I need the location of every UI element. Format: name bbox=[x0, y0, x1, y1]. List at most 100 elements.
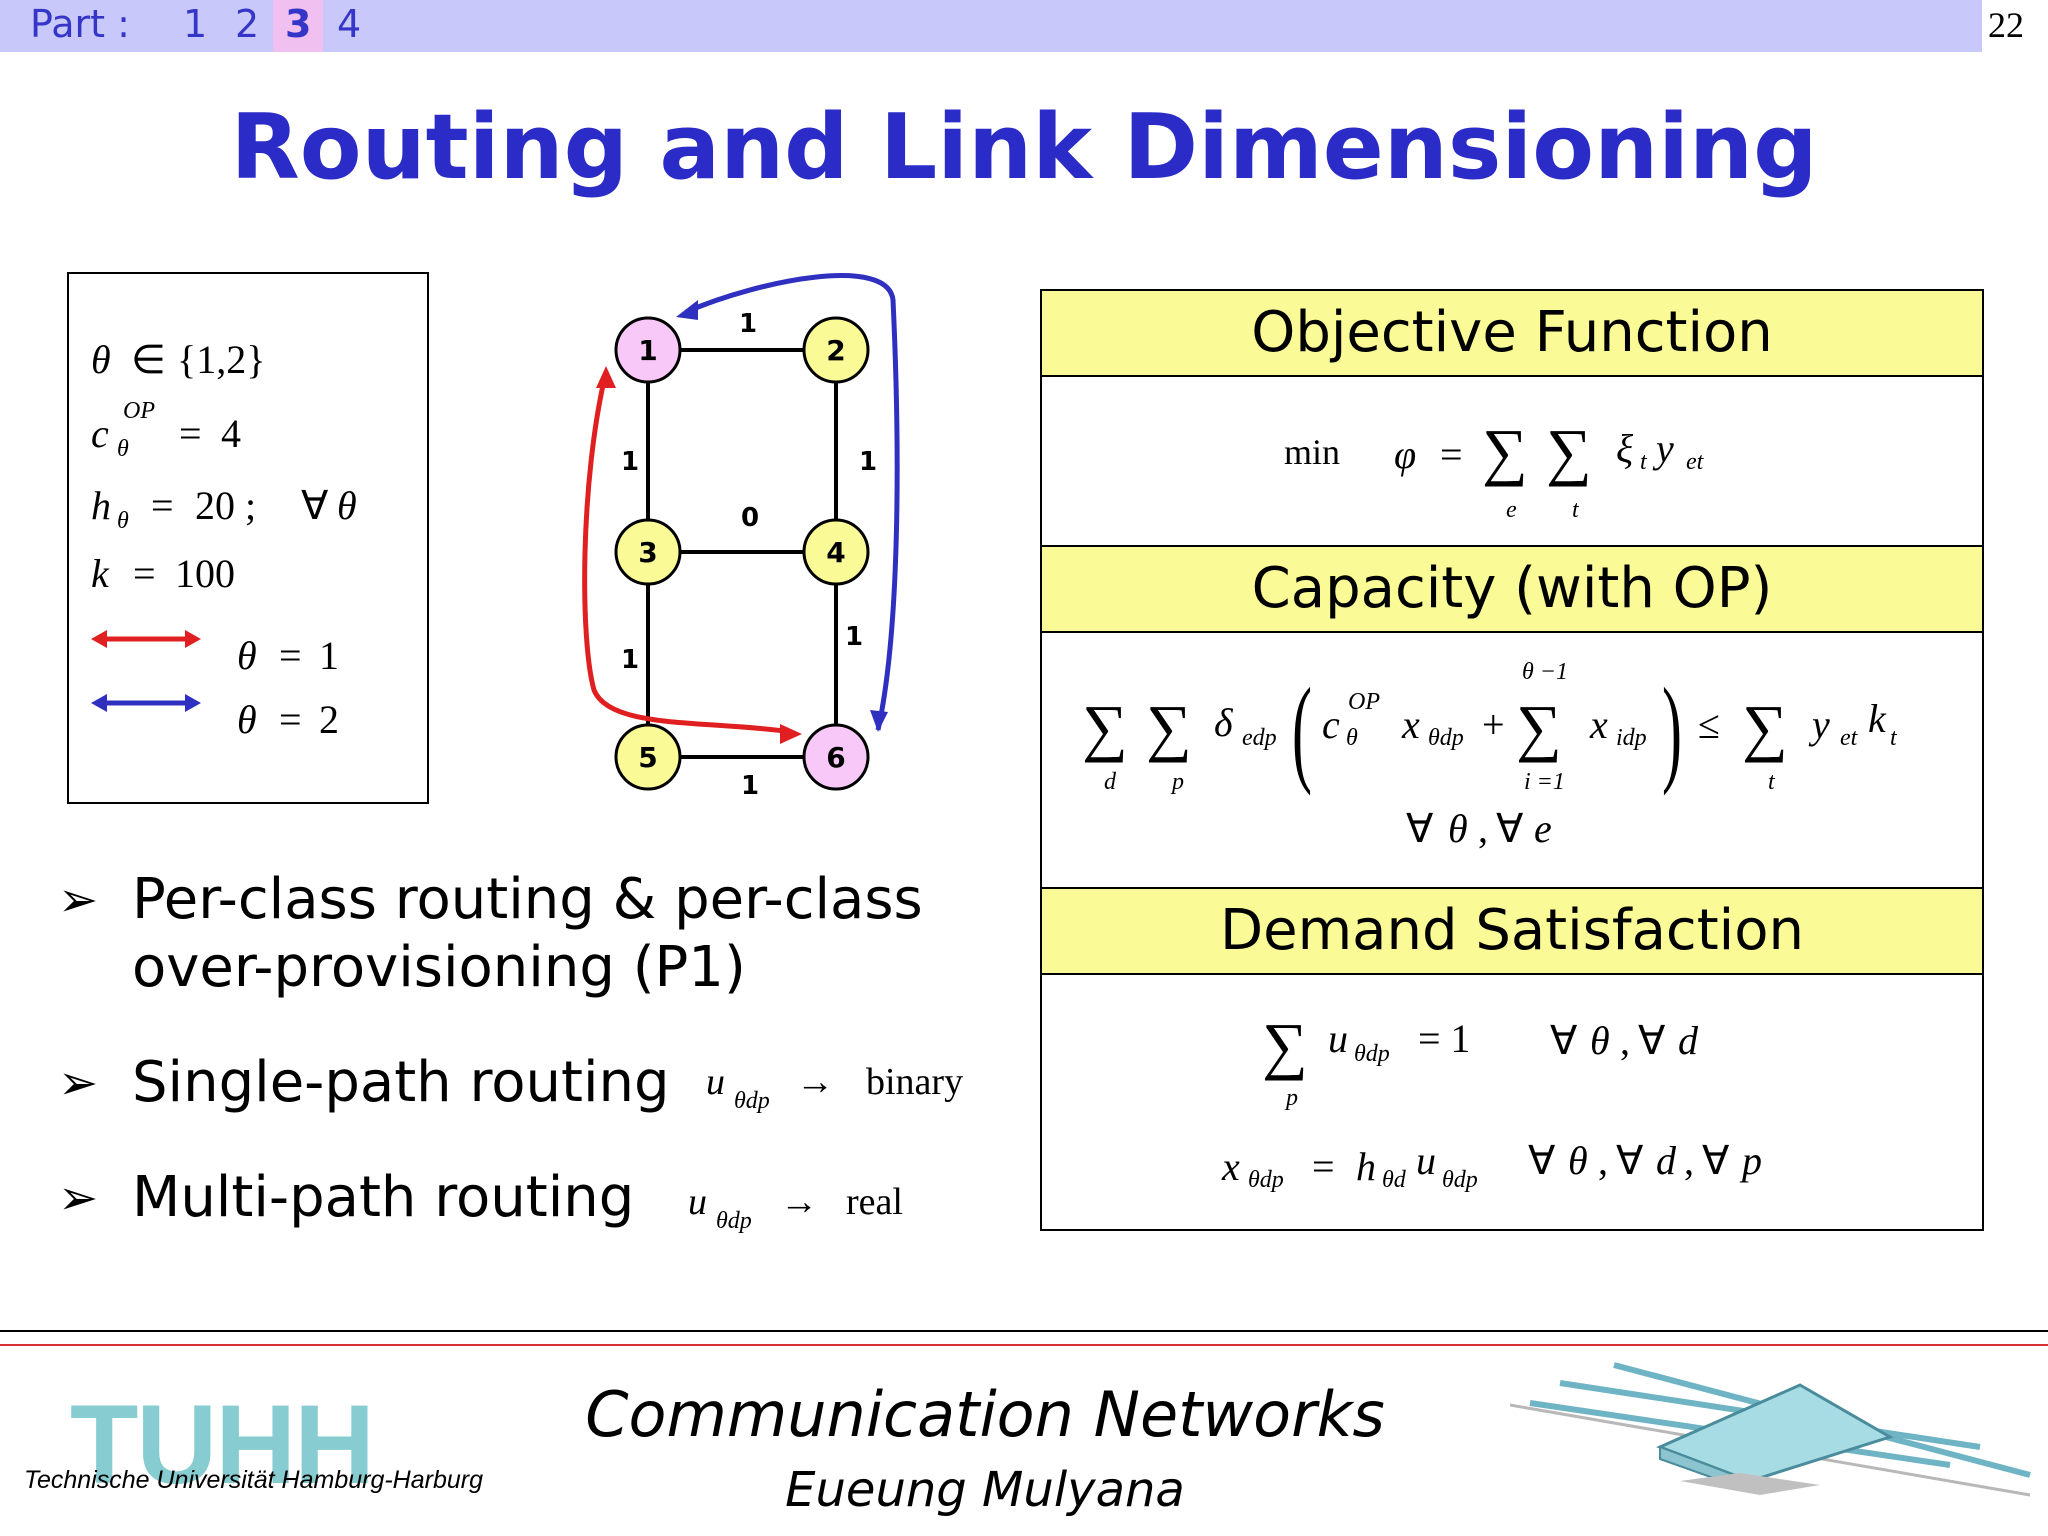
bullet-3-result: real bbox=[846, 1181, 903, 1223]
legend-theta2-equals: = bbox=[279, 697, 302, 742]
legend-arrow-theta2-icon bbox=[91, 694, 201, 712]
sum-p-index: p bbox=[1172, 769, 1184, 795]
y-subscript: et bbox=[1686, 449, 1704, 475]
theta-symbol: θ bbox=[337, 483, 357, 528]
path-theta2-tail-arrowhead-icon bbox=[870, 710, 888, 732]
formulation-panel: Objective Function min φ = ∑ e ∑ t ξ t y… bbox=[1040, 289, 1984, 1231]
edge-weight-3-4: 0 bbox=[741, 503, 759, 533]
tuhh-logo: TUHH bbox=[70, 1380, 375, 1509]
u-subscript: θdp bbox=[1442, 1167, 1478, 1193]
forall-symbol: ∀ bbox=[1406, 806, 1434, 851]
delta-symbol: δ bbox=[1214, 700, 1233, 745]
sum-i-upper: θ −1 bbox=[1522, 659, 1568, 685]
sum-d-index: d bbox=[1104, 769, 1116, 795]
node-label: 3 bbox=[638, 536, 657, 569]
author-name: Eueung Mulyana bbox=[785, 1462, 1185, 1518]
legend-arrow-theta1-icon bbox=[91, 630, 201, 648]
h-subscript: θd bbox=[1382, 1167, 1406, 1193]
c-superscript: OP bbox=[123, 398, 155, 424]
edge-weight-2-4: 1 bbox=[859, 447, 877, 477]
demand-satisfaction-header: Demand Satisfaction bbox=[1042, 887, 1982, 975]
x-subscript: θdp bbox=[1428, 725, 1464, 751]
bullet-3-text: Multi-path routing bbox=[132, 1165, 635, 1230]
forall-symbol: ∀ bbox=[301, 483, 329, 528]
path-theta1-end-arrowhead-icon bbox=[780, 724, 802, 744]
y-subscript: et bbox=[1840, 725, 1858, 751]
x-symbol: x bbox=[1590, 702, 1608, 747]
c-symbol: c bbox=[91, 411, 109, 456]
part-link-4[interactable]: 4 bbox=[337, 2, 362, 46]
page-number: 22 bbox=[1988, 5, 2024, 45]
graph-node-1: 1 bbox=[614, 316, 682, 384]
sum-i-symbol: ∑ bbox=[1516, 692, 1562, 763]
part-label: Part : bbox=[30, 2, 130, 46]
d-symbol: d bbox=[1656, 1138, 1676, 1183]
sum-p-symbol: ∑ bbox=[1146, 692, 1192, 763]
u-subscript: θdp bbox=[1354, 1041, 1390, 1067]
forall-symbol: ∀ bbox=[1638, 1018, 1666, 1063]
xi-symbol: ξ bbox=[1616, 426, 1634, 471]
forall-symbol: ∀ bbox=[1528, 1138, 1556, 1183]
k-value: 100 bbox=[175, 551, 235, 596]
theta-symbol: θ bbox=[1590, 1018, 1610, 1063]
graph-node-2: 2 bbox=[802, 316, 870, 384]
k-equals: = bbox=[133, 551, 156, 596]
bullet-3-var: u bbox=[688, 1181, 707, 1223]
edge-weight-4-6: 1 bbox=[845, 622, 863, 652]
sum-d-symbol: ∑ bbox=[1082, 692, 1128, 763]
c-superscript: OP bbox=[1348, 689, 1380, 715]
edge-weight-1-2: 1 bbox=[739, 309, 757, 339]
node-label: 6 bbox=[826, 741, 845, 774]
u-symbol: u bbox=[1328, 1016, 1348, 1061]
footer-divider-red bbox=[0, 1344, 2048, 1346]
xi-subscript: t bbox=[1640, 449, 1647, 475]
sum-p-symbol: ∑ bbox=[1262, 1010, 1308, 1081]
plus-symbol: + bbox=[1482, 702, 1505, 747]
left-paren: ( bbox=[1292, 663, 1312, 796]
h-symbol: h bbox=[1356, 1144, 1376, 1189]
h-value: 20 ; bbox=[195, 483, 257, 528]
node-label: 5 bbox=[638, 741, 657, 774]
comma-symbol: , bbox=[1598, 1138, 1608, 1183]
e-symbol: e bbox=[1534, 806, 1552, 851]
c-symbol: c bbox=[1322, 702, 1340, 747]
leq-symbol: ≤ bbox=[1698, 702, 1720, 747]
node-label: 4 bbox=[826, 536, 845, 569]
theta-symbol: θ bbox=[1568, 1138, 1588, 1183]
bullet-3-arrow: → bbox=[780, 1181, 818, 1223]
legend-theta1-value: 1 bbox=[319, 633, 339, 678]
sum-e-index: e bbox=[1506, 497, 1517, 523]
edge-weight-1-3: 1 bbox=[621, 447, 639, 477]
bullet-1-line-1: Per-class routing & per-class bbox=[132, 867, 923, 932]
part-link-3-active[interactable]: 3 bbox=[285, 2, 312, 46]
forall-symbol: ∀ bbox=[1702, 1138, 1730, 1183]
phi-symbol: φ bbox=[1394, 432, 1417, 477]
element-of-symbol: ∈ bbox=[131, 337, 166, 382]
comma-symbol: , bbox=[1684, 1138, 1694, 1183]
bullet-arrow-icon: ➢ bbox=[58, 1170, 99, 1226]
c-subscript: θ bbox=[1346, 725, 1358, 751]
edge-weight-3-5: 1 bbox=[621, 645, 639, 675]
part-link-2[interactable]: 2 bbox=[235, 2, 260, 46]
legend-theta2-symbol: θ bbox=[237, 697, 257, 742]
sum-e-symbol: ∑ bbox=[1482, 416, 1528, 487]
graph-node-3: 3 bbox=[614, 518, 682, 586]
c-value: 4 bbox=[221, 411, 241, 456]
bullet-2-result: binary bbox=[866, 1061, 964, 1103]
k-subscript: t bbox=[1890, 725, 1897, 751]
path-theta2-arrowhead-icon bbox=[676, 300, 698, 320]
delta-subscript: edp bbox=[1242, 725, 1277, 751]
graph-node-5: 5 bbox=[614, 723, 682, 791]
part-link-1[interactable]: 1 bbox=[183, 2, 208, 46]
sum-t-symbol: ∑ bbox=[1546, 416, 1592, 487]
x-subscript: idp bbox=[1616, 725, 1647, 751]
objective-function-header: Objective Function bbox=[1042, 289, 1982, 377]
network-graph: 1 1 1 0 1 1 1 1 2 3 4 5 6 bbox=[582, 273, 900, 800]
bullet-2-arrow: → bbox=[796, 1061, 834, 1103]
bullet-1-line-2: over-provisioning (P1) bbox=[132, 935, 746, 1000]
sum-i-lower: i =1 bbox=[1524, 769, 1565, 795]
legend-theta2-value: 2 bbox=[319, 697, 339, 742]
sum-t-symbol: ∑ bbox=[1742, 692, 1788, 763]
bullet-2-var: u bbox=[706, 1061, 725, 1103]
parameter-box: θ ∈ {1,2} c OP θ = 4 h θ = 20 ; ∀ θ k = … bbox=[67, 272, 429, 804]
